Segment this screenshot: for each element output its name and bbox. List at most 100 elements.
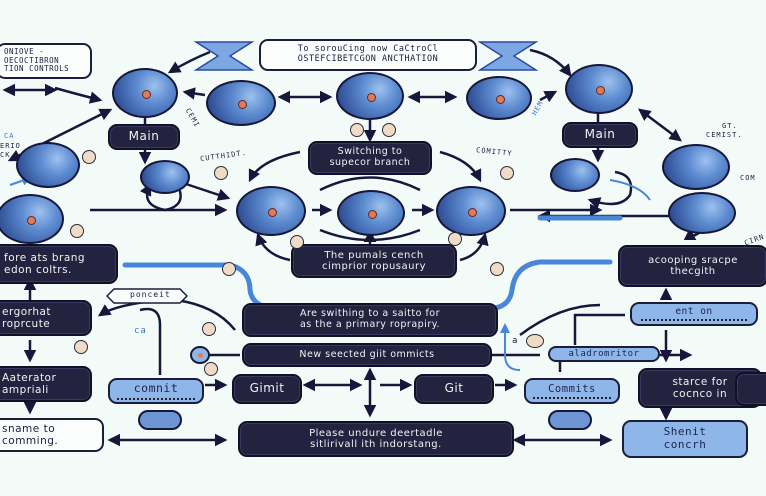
switching-primary-line-2: as the a primary roprapiry. [299,319,441,330]
left-a-line-1: ergorhat [2,305,52,318]
main-right-text: Main [584,127,616,142]
arc-bot-right [459,232,489,262]
branch-node[interactable] [550,158,600,192]
ent-on-box[interactable]: ent on [630,302,758,326]
please-line-1: Please undure deertadle [309,427,443,439]
left-mid-box[interactable]: fore ats brang edon coltrs. [0,244,118,284]
annotation-com: COM [740,174,756,182]
branch-node[interactable] [16,142,80,188]
primary-branch-box[interactable]: The pumals cench cimprior ropusaury [291,244,457,278]
please-box[interactable]: Please undure deertadle sitlirivall ith … [238,421,514,457]
new-selected-box[interactable]: New seected giit ommicts [242,343,492,367]
git-box[interactable]: Git [414,374,494,404]
bowtie-left-icon [194,41,254,71]
aladromnitor-text: aladromritor [568,348,640,359]
ponceit-text: ponceit [130,290,171,299]
left-a-line-2: roprcute [2,318,51,330]
badge-icon [448,232,462,246]
arrow-x-to-node [167,50,211,74]
pipe-right [492,259,613,311]
branch-node[interactable] [337,190,405,236]
switching-primary-line-1: Are swithing to a saitto for [299,308,441,320]
branch-node[interactable] [668,192,736,234]
new-selected-text: New seected giit ommicts [299,348,435,360]
commits-right-text: Commits [548,382,596,395]
switching-branch-box[interactable]: Switching to supecor branch [308,141,432,175]
toggle-capsule-right[interactable] [548,410,592,430]
right-mid-line-1: acooping sracpe [648,254,738,266]
branch-node[interactable] [236,186,306,236]
shenit-line-1: Shenit [663,425,707,439]
primary-line-1: The pumals cench [324,249,424,261]
badge-icon [214,166,228,180]
left-b-line-2: ampriali [2,384,49,396]
badge-icon [70,224,84,238]
annotation-gt: GT. [722,122,738,130]
title-box: To sorouCing now CaCtroCl OSTEFCIBETCGON… [259,39,477,71]
left-box-a[interactable]: ergorhat roprcute [0,300,92,336]
commits-button-right[interactable]: Commits [524,378,620,404]
commit-left-text: comnit [133,381,179,396]
arc-bot-left [255,232,291,262]
switching-primary-box[interactable]: Are swithing to a saitto for as the a pr… [242,303,498,337]
toggle-capsule-left[interactable] [138,410,182,430]
badge-icon [204,362,218,376]
badge-icon [350,123,364,137]
shenit-box[interactable]: Shenit concrh [622,420,748,458]
loop-right [587,170,633,210]
left-box-b[interactable]: Aaterator ampriali [0,366,92,402]
right-mid-box[interactable]: acooping sracpe thecgith [618,245,766,287]
switching-line-2: supecor branch [329,157,411,168]
top-left-line-3: TION CONTROLS [4,64,70,74]
branch-node[interactable] [0,194,64,244]
badge-icon [500,166,514,180]
annotation-left-3: CK [0,151,11,159]
branch-node[interactable] [565,64,633,114]
switching-line-1: Switching to [337,146,403,158]
git-text: Git [444,381,464,396]
ent-on-text: ent on [675,305,713,317]
left-mid-line-1: fore ats brang [4,251,86,264]
branch-node[interactable] [206,80,276,126]
left-box-c[interactable]: sname to comming. [0,418,104,452]
badge-icon [490,262,504,276]
small-ring-node[interactable] [190,346,210,364]
ponceit-tag[interactable]: ponceit [106,288,188,304]
branch-node[interactable] [336,72,404,120]
edge-box-right [735,372,766,406]
arc-top-left [248,150,301,183]
title-line-1: To sorouCing now CaCtroCl [297,44,439,55]
branch-node[interactable] [112,68,178,118]
main-label-right[interactable]: Main [562,122,638,148]
branch-node[interactable] [466,76,532,120]
blue-hook [500,323,521,371]
badge-icon [74,340,88,354]
annotation-a: a [512,336,519,346]
commits-right-dash [532,397,612,400]
right-mid-line-2: thecgith [670,266,716,277]
gimit-text: Gimit [249,381,285,396]
primary-line-2: cimprior ropusaury [321,261,427,272]
arrow-left-main [54,86,103,104]
annotation-left-1: CA [4,132,15,140]
main-label-left[interactable]: Main [108,124,180,150]
main-left-text: Main [128,129,160,144]
annotation-left-2: ERIO [0,142,21,150]
badge-icon [202,322,216,336]
commit-button-left[interactable]: comnit [108,378,204,404]
please-line-2: sitlirivall ith indorstang. [310,439,442,450]
left-mid-line-2: edon coltrs. [4,264,72,276]
arrow-node4-right [539,90,558,103]
gimit-box[interactable]: Gimit [232,374,302,404]
branch-node[interactable] [140,160,190,194]
shenit-line-2: concrh [663,438,707,451]
ponceit-hexagon-icon [106,288,188,304]
aladromnitor-pill[interactable]: aladromritor [548,346,660,362]
branch-node[interactable] [662,144,730,190]
badge-icon [526,334,544,348]
arrow-node2-node1 [182,87,206,100]
left-c-line-1: sname to [2,422,56,435]
top-left-line-2: OECOCTIBRON [4,55,60,65]
branch-node[interactable] [436,186,506,236]
